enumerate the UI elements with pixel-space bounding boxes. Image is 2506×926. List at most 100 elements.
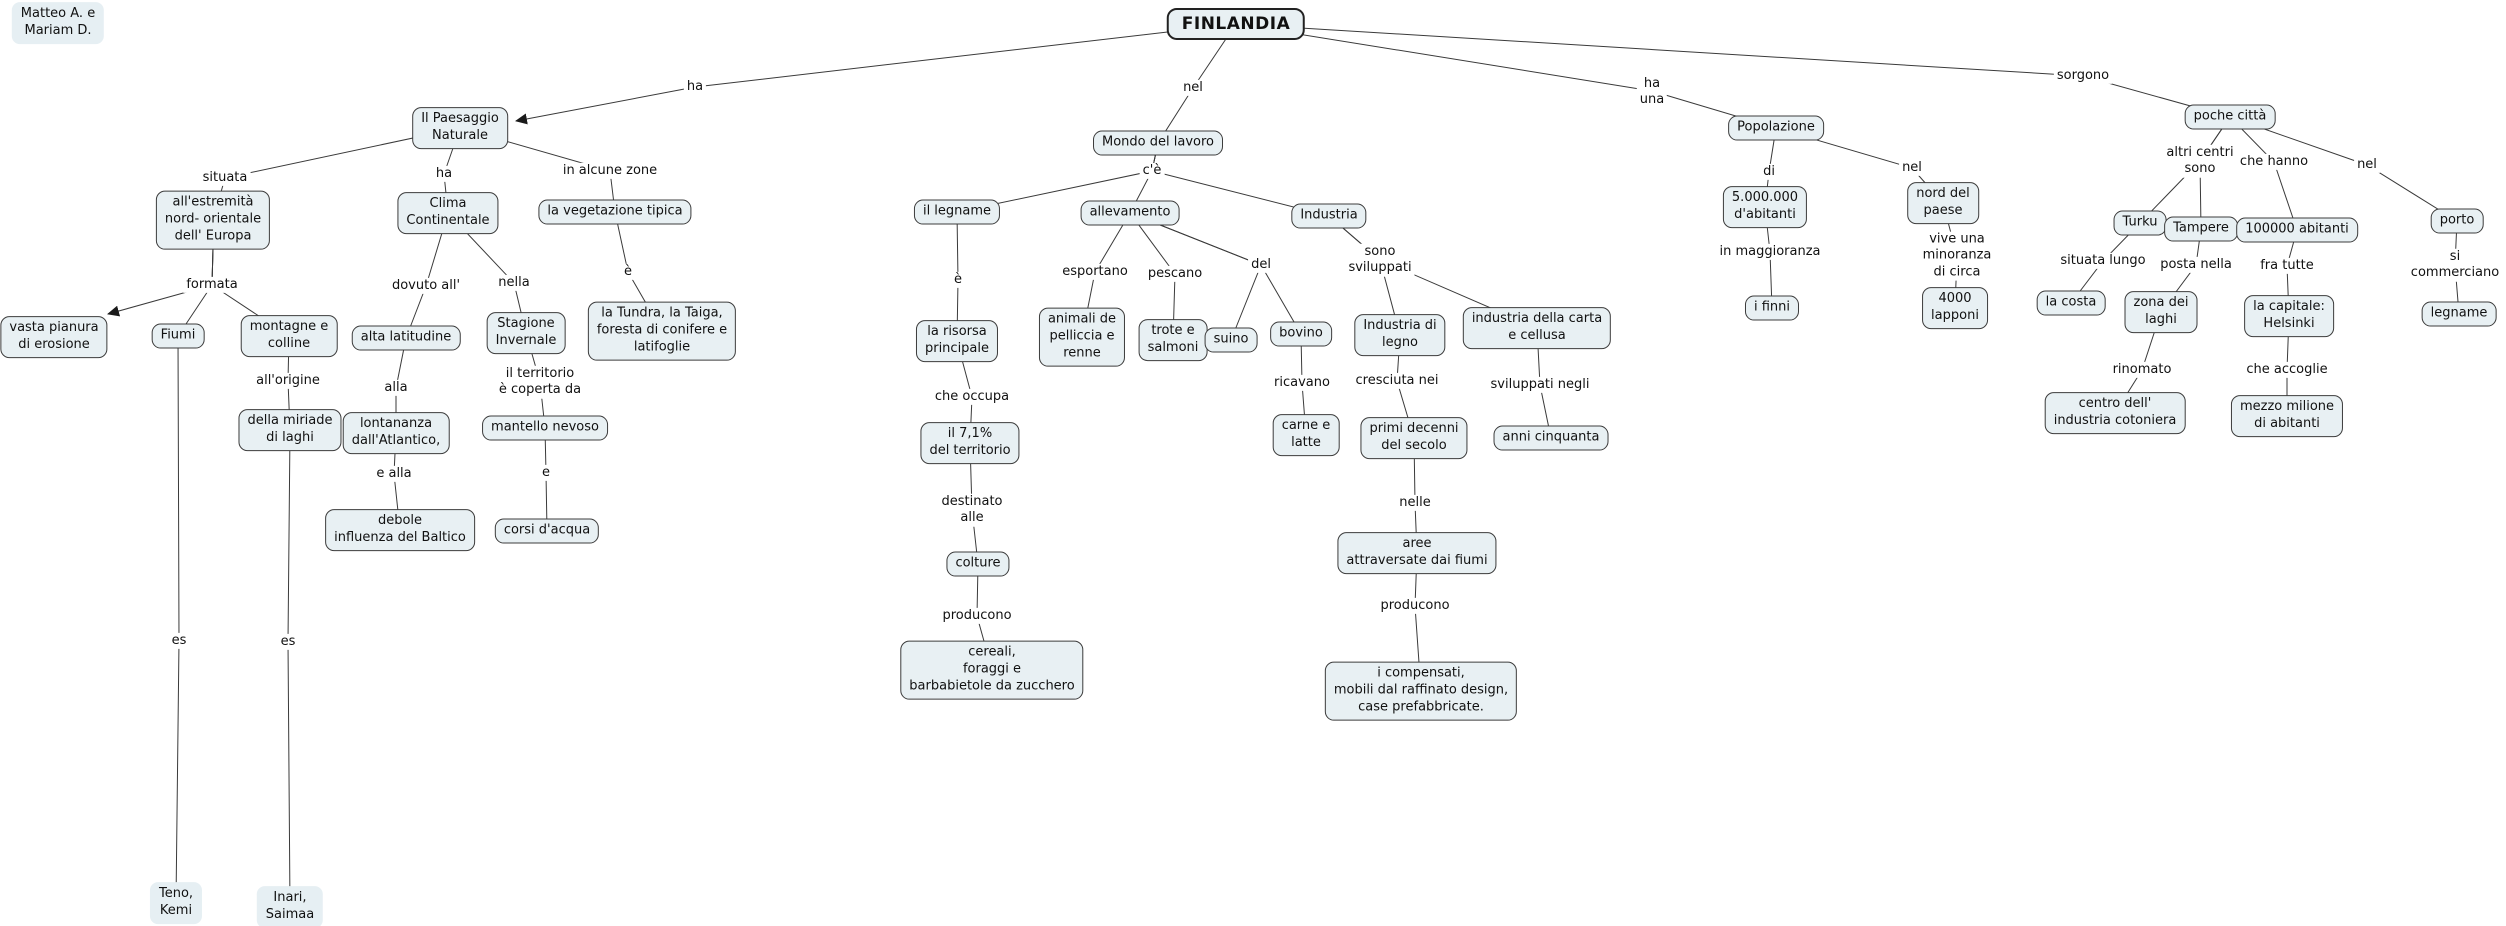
- edge-line: [175, 335, 180, 904]
- link-label-ce: c'è: [1139, 162, 1165, 180]
- concept-mezzo-milione-abitanti[interactable]: mezzo milione di abitanti: [2230, 395, 2344, 437]
- link-label-in-alcune-zone: in alcune zone: [559, 162, 661, 180]
- concept-aree-attraversate-fiumi[interactable]: aree attraversate dai fiumi: [1337, 532, 1497, 574]
- concept-7-1-percento-territorio[interactable]: il 7,1% del territorio: [920, 422, 1020, 464]
- concept-industria[interactable]: Industria: [1291, 203, 1367, 229]
- concept-risorsa-principale[interactable]: la risorsa principale: [915, 320, 999, 362]
- concept-i-finni[interactable]: i finni: [1744, 295, 1800, 321]
- concept-il-paesaggio-naturale[interactable]: Il Paesaggio Naturale: [412, 107, 508, 149]
- link-label-producono-1: producono: [939, 607, 1015, 625]
- link-label-che-occupa: che occupa: [931, 388, 1013, 406]
- concept-miriade-di-laghi[interactable]: della miriade di laghi: [238, 409, 342, 451]
- concept-il-legname[interactable]: il legname: [913, 199, 1001, 225]
- concept-inari-saimaa[interactable]: Inari, Saimaa: [256, 886, 324, 926]
- link-label-nella: nella: [495, 274, 533, 292]
- concept-poche-citta[interactable]: poche città: [2184, 104, 2276, 130]
- concept-suino[interactable]: suino: [1204, 327, 1258, 353]
- concept-la-costa[interactable]: la costa: [2036, 290, 2106, 316]
- link-label-nelle: nelle: [1396, 494, 1434, 512]
- link-label-sorgono: sorgono: [2053, 67, 2113, 85]
- concept-anni-cinquanta[interactable]: anni cinquanta: [1493, 425, 1609, 451]
- concept-zona-dei-laghi[interactable]: zona dei laghi: [2124, 291, 2198, 333]
- edge-line: [1235, 23, 1777, 129]
- concept-finlandia[interactable]: FINLANDIA: [1166, 7, 1306, 41]
- concept-alta-latitudine[interactable]: alta latitudine: [351, 325, 461, 351]
- edge-line: [287, 429, 291, 908]
- author-note: Matteo A. e Mariam D.: [11, 2, 105, 44]
- link-label-all-origine: all'origine: [253, 372, 323, 390]
- concept-colture[interactable]: colture: [946, 551, 1010, 577]
- concept-compensati-mobili[interactable]: i compensati, mobili dal raffinato desig…: [1324, 661, 1518, 721]
- link-label-nel-2: nel: [1899, 159, 1925, 177]
- link-label-altri-centri: altri centri sono: [2163, 144, 2237, 178]
- link-label-posta-nella: posta nella: [2157, 256, 2235, 274]
- concept-estremita-nord-orientale[interactable]: all'estremità nord- orientale dell' Euro…: [155, 190, 271, 250]
- concept-corsi-dacqua[interactable]: corsi d'acqua: [494, 518, 600, 544]
- link-label-e-alla: e alla: [373, 465, 415, 483]
- concept-lontananza-atlantico[interactable]: lontananza dall'Atlantico,: [342, 412, 450, 454]
- concept-animali-pelliccia-renne[interactable]: animali de pelliccia e renne: [1038, 307, 1126, 367]
- concept-4000-lapponi[interactable]: 4000 lapponi: [1922, 287, 1988, 329]
- concept-allevamento[interactable]: allevamento: [1080, 200, 1180, 226]
- concept-vasta-pianura[interactable]: vasta pianura di erosione: [0, 316, 108, 358]
- link-label-cresciuta-nei: cresciuta nei: [1352, 372, 1442, 390]
- concept-montagne-e-colline[interactable]: montagne e colline: [240, 315, 338, 357]
- concept-teno-kemi[interactable]: Teno, Kemi: [149, 882, 203, 924]
- concept-bovino[interactable]: bovino: [1270, 321, 1332, 347]
- edge-line: [2229, 116, 2298, 231]
- link-label-e-mantello: e: [539, 464, 553, 482]
- concept-popolazione[interactable]: Popolazione: [1728, 115, 1824, 141]
- link-label-nel: nel: [1180, 79, 1206, 97]
- concept-fiumi[interactable]: Fiumi: [151, 323, 205, 349]
- link-label-rinomato: rinomato: [2109, 361, 2175, 379]
- concept-industria-cotoniera[interactable]: centro dell' industria cotoniera: [2044, 392, 2186, 434]
- concept-trote-salmoni[interactable]: trote e salmoni: [1138, 319, 1208, 361]
- link-label-del: del: [1248, 256, 1274, 274]
- link-label-e-legname: è: [951, 271, 965, 289]
- concept-turku[interactable]: Turku: [2113, 210, 2167, 236]
- concept-5-milioni-abitanti[interactable]: 5.000.000 d'abitanti: [1722, 186, 1808, 228]
- concept-legname-commercio[interactable]: legname: [2421, 301, 2497, 327]
- concept-carne-latte[interactable]: carne e latte: [1272, 414, 1340, 456]
- concept-primi-decenni-secolo[interactable]: primi decenni del secolo: [1360, 417, 1468, 459]
- concept-industria-di-legno[interactable]: Industria di legno: [1354, 314, 1446, 356]
- concept-tundra-taiga[interactable]: la Tundra, la Taiga, foresta di conifere…: [587, 301, 737, 361]
- link-label-ha-2: ha: [432, 165, 456, 183]
- link-label-formata: formata: [183, 276, 241, 294]
- edge-line: [515, 23, 1237, 125]
- link-label-ha-una: ha una: [1636, 75, 1668, 109]
- concept-industria-carta-cellusa[interactable]: industria della carta e cellusa: [1462, 307, 1612, 349]
- concept-mondo-del-lavoro[interactable]: Mondo del lavoro: [1093, 130, 1223, 156]
- concept-clima-continentale[interactable]: Clima Continentale: [397, 192, 499, 234]
- link-label-ricavano: ricavano: [1271, 374, 1333, 392]
- concept-porto[interactable]: porto: [2430, 208, 2484, 234]
- concept-mantello-nevoso[interactable]: mantello nevoso: [482, 415, 608, 441]
- link-label-sviluppati-negli: sviluppati negli: [1487, 376, 1593, 394]
- concept-nord-del-paese[interactable]: nord del paese: [1907, 182, 1979, 224]
- concept-capitale-helsinki[interactable]: la capitale: Helsinki: [2244, 295, 2334, 337]
- link-label-territorio-coperta: il territorio è coperta da: [495, 365, 585, 399]
- link-label-vive-minoranza: vive una minoranza di circa: [1919, 231, 1995, 281]
- link-label-ha: ha: [683, 78, 707, 96]
- link-label-pescano: pescano: [1144, 265, 1206, 283]
- concept-debole-influenza-baltico[interactable]: debole influenza del Baltico: [325, 509, 475, 551]
- link-label-che-accoglie: che accoglie: [2243, 361, 2331, 379]
- concept-tampere[interactable]: Tampere: [2164, 216, 2238, 242]
- link-label-sono-sviluppati: sono sviluppati: [1345, 243, 1415, 277]
- link-label-di: di: [1760, 163, 1778, 181]
- concept-vegetazione-tipica[interactable]: la vegetazione tipica: [538, 199, 692, 225]
- link-label-destinato-alle: destinato alle: [938, 493, 1006, 527]
- link-label-e-vegetazione: è: [621, 263, 635, 281]
- link-label-in-maggioranza: in maggioranza: [1716, 243, 1824, 261]
- link-label-che-hanno: che hanno: [2236, 153, 2312, 171]
- concept-cereali-foraggi[interactable]: cereali, foraggi e barbabietole da zucch…: [900, 640, 1084, 700]
- link-label-dovuto-all: dovuto all': [388, 277, 464, 295]
- concept-100000-abitanti[interactable]: 100000 abitanti: [2236, 217, 2358, 243]
- link-label-es-2: es: [277, 633, 299, 651]
- link-label-producono-2: producono: [1377, 597, 1453, 615]
- concept-stagione-invernale[interactable]: Stagione Invernale: [486, 312, 566, 354]
- link-label-situata: situata: [199, 169, 251, 187]
- link-label-alla: alla: [381, 379, 411, 397]
